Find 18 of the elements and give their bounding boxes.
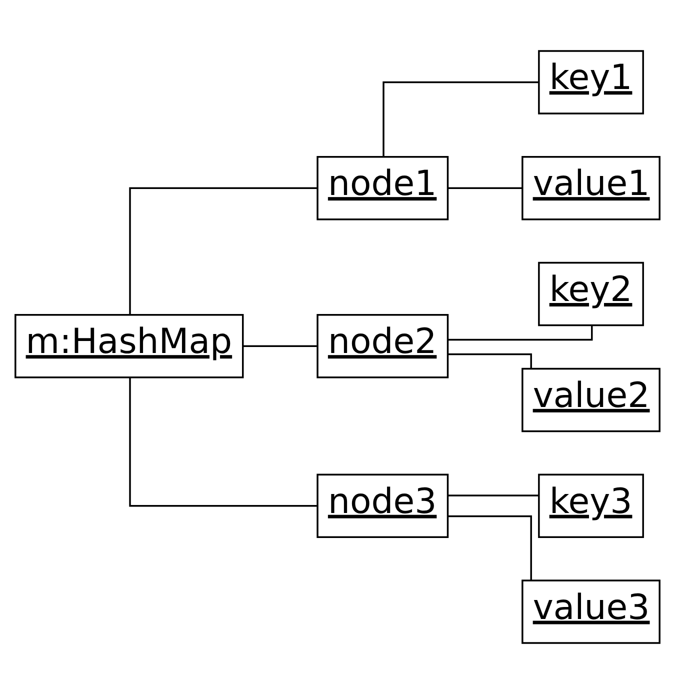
- node-box: value1: [522, 156, 660, 220]
- node-box: node2: [316, 314, 449, 378]
- connector: [129, 186, 317, 314]
- node-box: node1: [316, 156, 449, 220]
- connector: [448, 186, 522, 188]
- connector: [129, 377, 317, 506]
- connector: [448, 494, 538, 496]
- node-box: m:HashMap: [14, 314, 244, 378]
- connector: [382, 80, 539, 156]
- connector: [243, 344, 317, 346]
- node-box: key1: [538, 50, 644, 114]
- node-box: node3: [316, 473, 449, 538]
- node-box: value3: [522, 579, 660, 644]
- node-box: value2: [522, 367, 660, 432]
- connector: [448, 324, 593, 340]
- node-box: key3: [538, 473, 644, 538]
- node-box: key2: [538, 261, 644, 326]
- connector: [448, 514, 532, 580]
